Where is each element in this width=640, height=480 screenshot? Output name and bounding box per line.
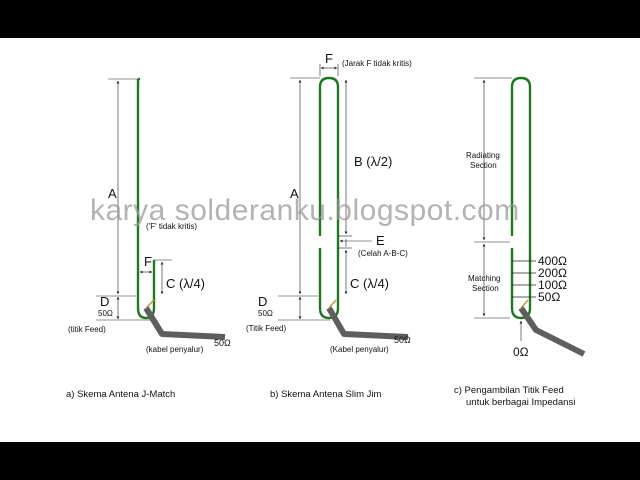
cable-impedance: 50Ω: [394, 335, 411, 345]
feed-folded-element: [510, 76, 532, 320]
diagram-canvas: A D 50Ω (titik Feed) F ('F' tidak kritis…: [0, 38, 640, 442]
label-f: F: [325, 51, 333, 66]
caption-b: b) Skema Antena Slim Jim: [270, 389, 381, 400]
panel-b-slimjim: F (Jarak F tidak kritis) A B (λ/2) E (Ce…: [246, 51, 412, 400]
label-b: B (λ/2): [354, 154, 392, 169]
imp-0: 0Ω: [513, 345, 529, 359]
radiating-label-1: Radiating: [466, 151, 500, 160]
imp-200: 200Ω: [538, 266, 567, 280]
jmatch-coax-cable: [143, 306, 226, 340]
caption-c-2: untuk berbagai Impedansi: [466, 397, 575, 408]
note-e: (Celah A-B-C): [358, 249, 408, 258]
antenna-diagram: A D 50Ω (titik Feed) F ('F' tidak kritis…: [66, 51, 586, 408]
watermark: karya solderanku.blogspot.com: [90, 194, 520, 227]
jmatch-coax-core: [145, 299, 155, 309]
label-a: A: [108, 186, 117, 201]
panel-a-jmatch: A D 50Ω (titik Feed) F ('F' tidak kritis…: [66, 77, 231, 400]
slimjim-coax-core: [328, 299, 337, 309]
slimjim-folded-element: [318, 76, 340, 320]
imp-50: 50Ω: [538, 290, 560, 304]
label-d: D: [258, 294, 267, 309]
titik-feed: (Titik Feed): [246, 324, 286, 333]
feed-coax-cable: [518, 306, 586, 357]
cable-label: (kabel penyalur): [146, 345, 204, 354]
label-c: C (λ/4): [350, 276, 389, 291]
caption-a: a) Skema Antena J-Match: [66, 389, 175, 400]
imp-100: 100Ω: [538, 278, 567, 292]
matching-label-2: Section: [472, 284, 499, 293]
label-d: D: [100, 294, 109, 309]
label-f: F: [144, 254, 152, 269]
label-e: E: [376, 233, 385, 248]
label-a: A: [290, 186, 299, 201]
slimjim-coax-cable: [326, 306, 409, 340]
d-impedance: 50Ω: [98, 309, 113, 318]
radiating-label-2: Section: [470, 161, 497, 170]
note-f: ('F' tidak kritis): [146, 222, 197, 231]
feed-coax-core: [520, 299, 529, 309]
d-impedance: 50Ω: [258, 309, 273, 318]
note-f: (Jarak F tidak kritis): [342, 59, 412, 68]
cable-label: (Kabel penyalur): [330, 345, 389, 354]
jmatch-radiator: [136, 79, 156, 320]
imp-400: 400Ω: [538, 254, 567, 268]
titik-feed: (titik Feed): [68, 325, 106, 334]
panel-c-feedpoints: Radiating Section Matching Section 400Ω …: [454, 76, 586, 408]
cable-impedance: 50Ω: [214, 338, 231, 348]
matching-label-1: Matching: [468, 274, 500, 283]
caption-c-1: c) Pengambilan Titik Feed: [454, 385, 564, 396]
label-c: C (λ/4): [166, 276, 205, 291]
